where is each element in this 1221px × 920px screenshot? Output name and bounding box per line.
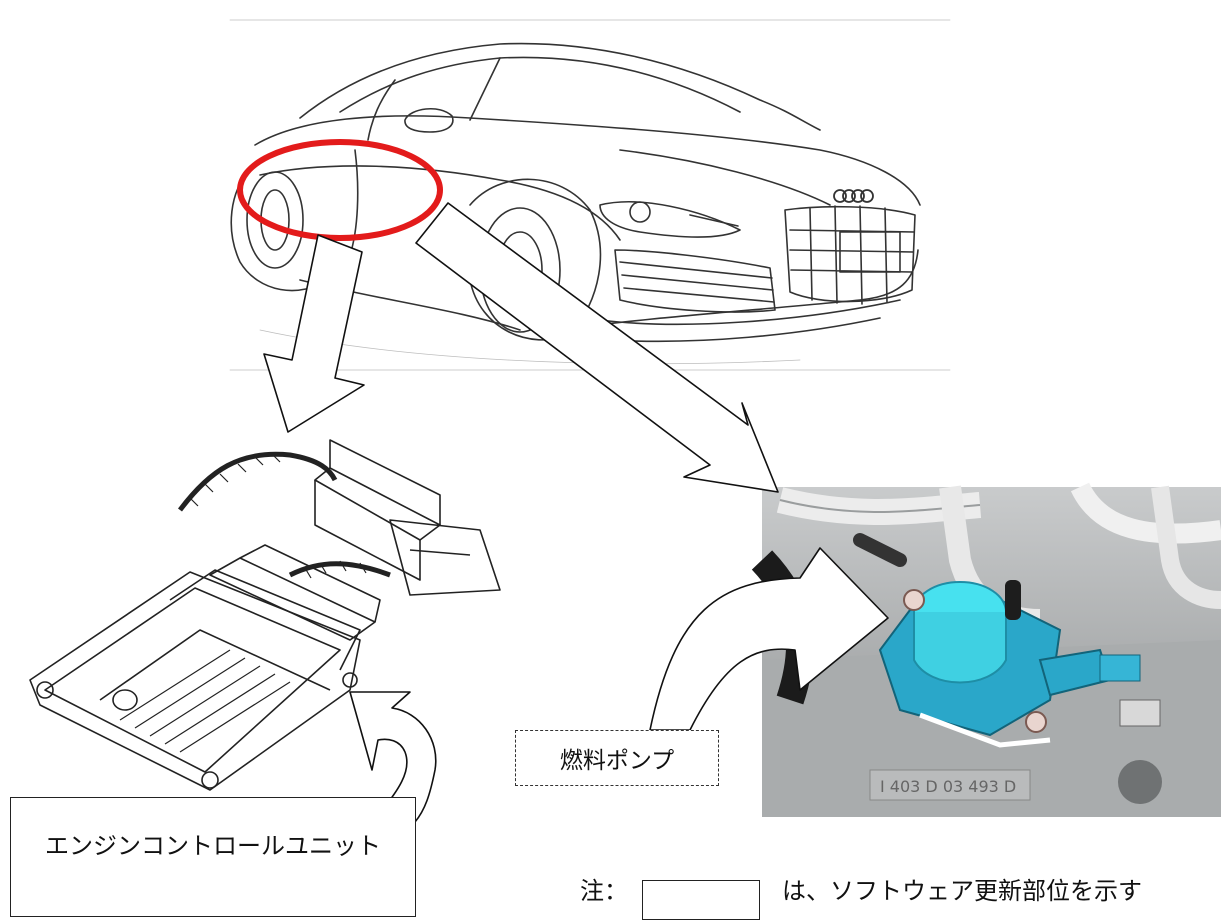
legend-note: 注： は、ソフトウェア更新部位を示す: [580, 868, 1142, 920]
ecu-illustration: [29, 439, 501, 791]
ecu-label: エンジンコントロールユニット: [10, 797, 416, 917]
arrow-label-to-ecu: [349, 691, 437, 823]
arrow-label-to-pump: [649, 547, 889, 731]
note-prefix: 注：: [580, 876, 628, 905]
svg-text:I 403 D 03 493 D: I 403 D 03 493 D: [880, 777, 1016, 796]
arrow-car-to-ecu: [263, 234, 365, 433]
legend-sample-box: [642, 880, 760, 920]
note-text: は、ソフトウェア更新部位を示す: [782, 876, 1142, 905]
fuel-pump-label: 燃料ポンプ: [515, 730, 719, 786]
highlight-ring: [237, 139, 443, 241]
arrow-car-to-pump: [415, 202, 779, 493]
